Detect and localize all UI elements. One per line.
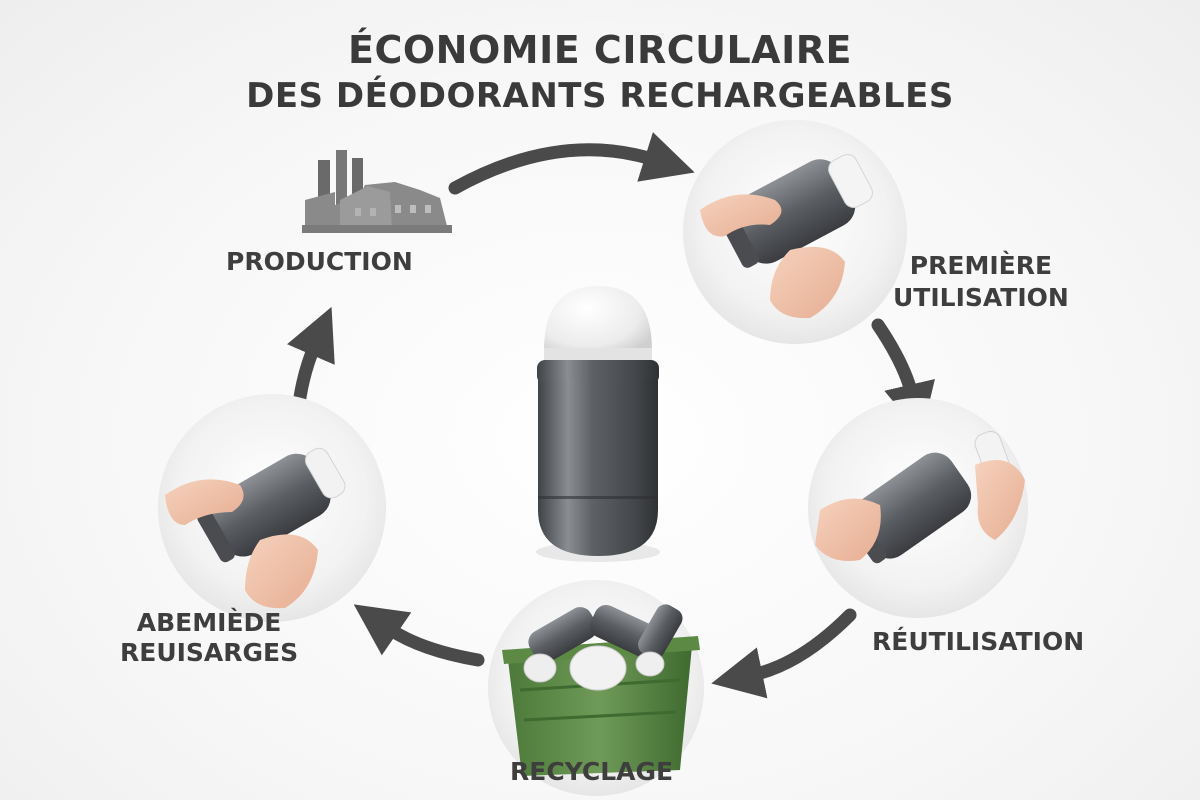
label-reutilisation: RÉUTILISATION (872, 626, 1084, 658)
title-line-1: ÉCONOMIE CIRCULAIRE (0, 28, 1200, 72)
arrow-recyclage-to-garbled (388, 628, 478, 660)
label-production: PRODUCTION (226, 246, 413, 278)
label-premiere-line1: PREMIÈRE (893, 250, 1069, 282)
stage-premiere-illustration (683, 120, 907, 344)
label-recyclage: RECYCLAGE (510, 756, 673, 788)
arrow-production-to-premiere (455, 150, 655, 188)
stage-reutilisation-illustration (808, 398, 1028, 618)
title-line-2: DES DÉODORANTS RECHARGEABLES (0, 76, 1200, 116)
label-premiere-line2: UTILISATION (893, 282, 1069, 314)
label-left-line2: REUISARGES (120, 638, 298, 668)
label-left-stage: ABEMIÈDE REUISARGES (120, 608, 298, 668)
label-left-line1: ABEMIÈDE (120, 608, 298, 638)
center-deodorant-illustration (536, 286, 660, 562)
arrow-reutilisation-to-recyclage (752, 615, 850, 675)
stage-left-illustration (158, 394, 386, 622)
factory-icon (302, 150, 452, 233)
arrow-premiere-to-reutilisation (878, 325, 912, 395)
label-premiere-utilisation: PREMIÈRE UTILISATION (893, 250, 1069, 314)
